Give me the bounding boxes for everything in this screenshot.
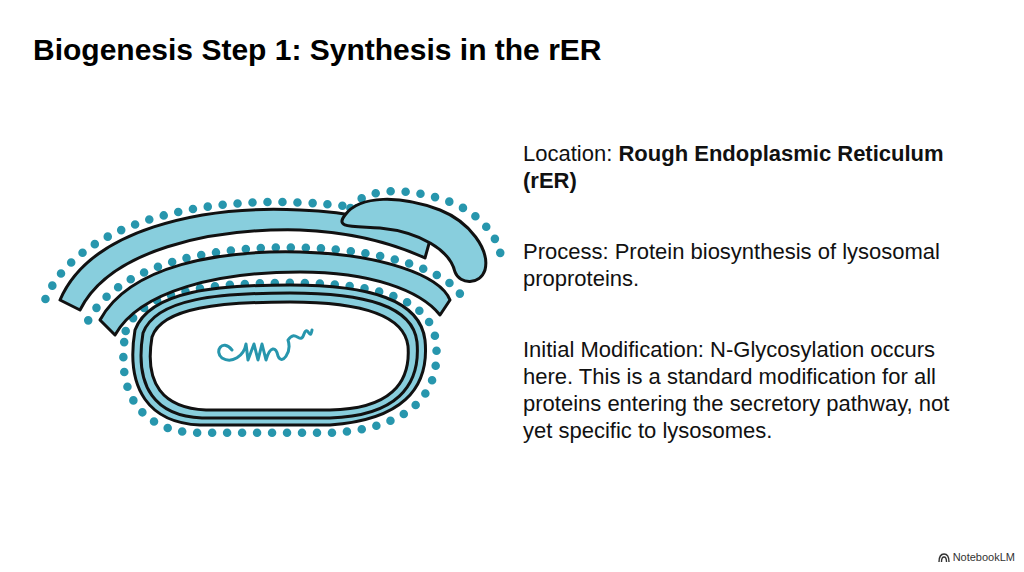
- watermark-icon: [938, 553, 950, 563]
- location-line: Location:Rough Endoplasmic Reticulum (rE…: [523, 140, 968, 194]
- text-column: Location:Rough Endoplasmic Reticulum (rE…: [523, 140, 968, 488]
- modification-note: Initial Modification: N-Glycosylation oc…: [523, 336, 968, 444]
- watermark: NotebookLM: [938, 551, 1015, 564]
- process-note: Process: Protein biosynthesis of lysosom…: [523, 238, 968, 292]
- watermark-text: NotebookLM: [953, 551, 1015, 564]
- field-label: Location:: [523, 141, 612, 166]
- slide-title: Biogenesis Step 1: Synthesis in the rER: [33, 30, 601, 70]
